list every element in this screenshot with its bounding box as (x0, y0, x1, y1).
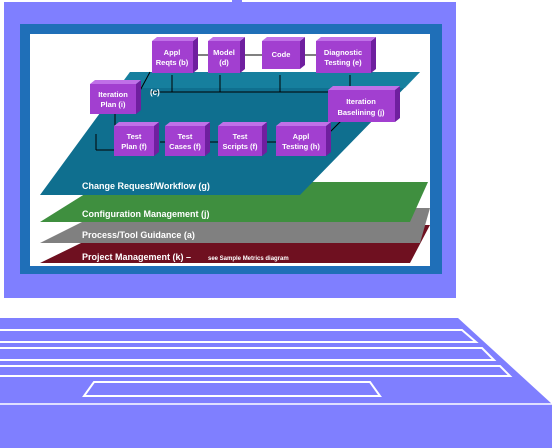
label-c: (c) (150, 88, 160, 97)
box-test-cases (165, 122, 210, 156)
model-line1: Model (213, 48, 235, 57)
touchpad (82, 381, 382, 397)
test-scripts-line2: Scripts (f) (222, 142, 258, 151)
layer-project-note: see Sample Metrics diagram (208, 256, 289, 262)
iteration-plan-line1: Iteration (98, 90, 128, 99)
test-cases-line1: Test (178, 132, 193, 141)
layer-workflow-top (118, 72, 420, 88)
iteration-baselining-line1: Iteration (346, 97, 376, 106)
appl-reqts-line2: Reqts (b) (156, 58, 189, 67)
diagnostic-line1: Diagnostic (324, 48, 362, 57)
layer-config-label: Configuration Management (j) (82, 209, 210, 219)
test-plan-line1: Test (127, 132, 142, 141)
iteration-baselining-line2: Baselining (j) (337, 108, 385, 117)
test-scripts-line1: Test (233, 132, 248, 141)
diagnostic-line2: Testing (e) (324, 58, 362, 67)
box-appl-testing (276, 122, 331, 156)
code-line1: Code (272, 50, 291, 59)
model-line2: (d) (219, 58, 229, 67)
box-test-plan (114, 122, 159, 156)
appl-testing-line2: Testing (h) (282, 142, 320, 151)
box-test-scripts (218, 122, 267, 156)
layer-process-label: Process/Tool Guidance (a) (82, 230, 195, 240)
box-model (208, 37, 245, 73)
appl-testing-line1: Appl (293, 132, 310, 141)
test-plan-line2: Plan (f) (121, 142, 147, 151)
appl-reqts-line1: Appl (164, 48, 181, 57)
keyboard-lines (0, 329, 513, 377)
box-iteration-baselining (328, 86, 400, 122)
test-cases-line2: Cases (f) (169, 142, 201, 151)
box-code (262, 37, 305, 69)
lid-tab (232, 0, 242, 4)
box-appl-reqts (152, 37, 198, 73)
iteration-plan-line2: Plan (i) (100, 100, 126, 109)
box-diagnostic (316, 37, 376, 73)
layer-workflow-label: Change Request/Workflow (g) (82, 181, 210, 191)
box-iteration-plan (90, 80, 141, 114)
layer-project-label: Project Management (k) – (82, 252, 191, 262)
